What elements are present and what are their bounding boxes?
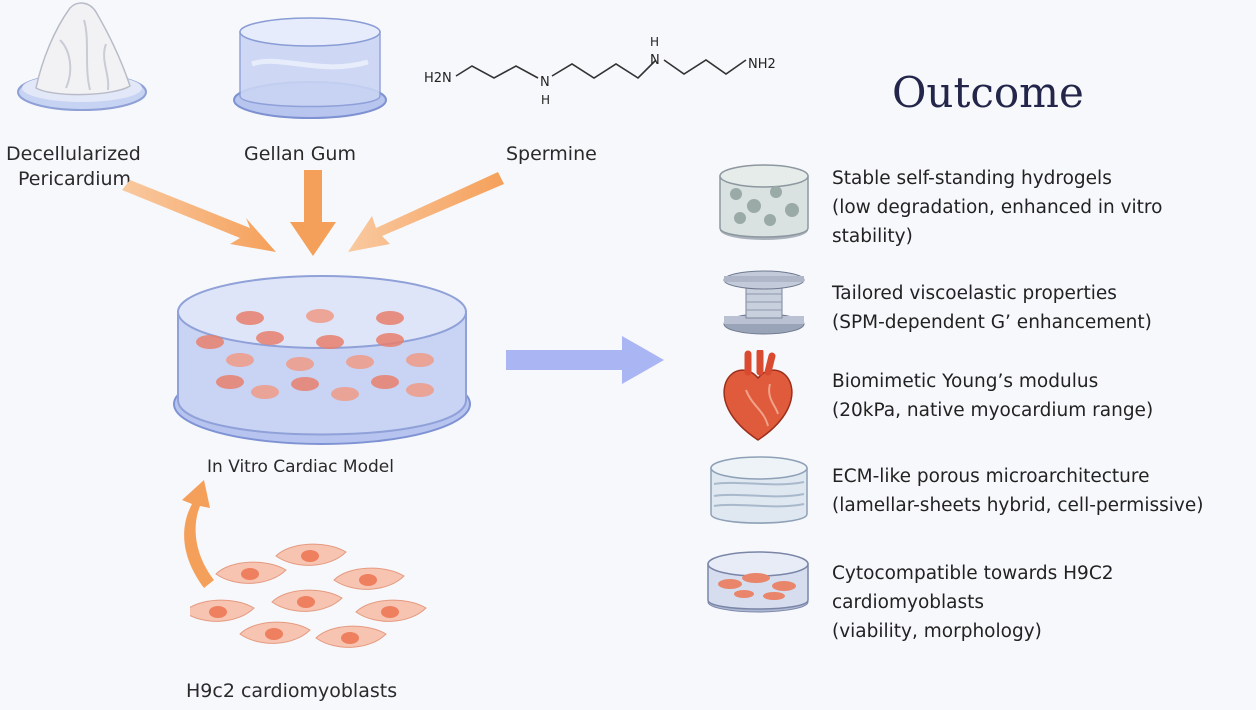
dish-cell	[406, 383, 434, 397]
outcome-item-1-line-3: stability)	[832, 226, 913, 247]
heart-icon	[723, 350, 793, 441]
outcome-item-5-line-3: (viability, morphology)	[832, 621, 1042, 642]
spermine-label: Spermine	[506, 143, 597, 165]
outcome-item-1-line-1: Stable self-standing hydrogels	[832, 168, 1112, 189]
gellan-gum-icon	[233, 17, 387, 119]
dish-cell	[306, 309, 334, 323]
porous-hydrogel-disc-icon	[719, 164, 809, 240]
arrow-from-gellan	[290, 170, 336, 256]
dish-cell	[226, 353, 254, 367]
cells-label: H9c2 cardiomyoblasts	[186, 680, 398, 702]
formula-h1: H	[541, 93, 550, 107]
outcome-item-1: Stable self-standing hydrogels (low degr…	[832, 164, 1162, 251]
outcome-item-3-line-1: Biomimetic Young’s modulus	[832, 371, 1099, 392]
layered-scaffold-icon	[710, 456, 808, 524]
arrow-from-spermine	[348, 172, 504, 252]
dish-cell	[196, 335, 224, 349]
outcome-item-2-line-1: Tailored viscoelastic properties	[832, 283, 1117, 304]
dish-cell	[316, 335, 344, 349]
outcome-arrow	[506, 336, 664, 384]
outcome-item-5-line-2: cardiomyoblasts	[832, 592, 985, 613]
outcome-item-4: ECM-like porous microarchitecture (lamel…	[832, 462, 1203, 520]
outcome-item-3-line-2: (20kPa, native myocardium range)	[832, 400, 1154, 421]
outcome-item-4-line-1: ECM-like porous microarchitecture	[832, 466, 1150, 487]
spermine-structure-icon: H2N N H N H NH2	[424, 35, 776, 107]
outcome-item-4-line-2: (lamellar-sheets hybrid, cell-permissive…	[832, 495, 1204, 516]
h9c2-cell-nucleus	[359, 574, 377, 586]
pericardium-label-line2: Pericardium	[18, 168, 132, 190]
dish-cell	[251, 385, 279, 399]
h9c2-cell-nucleus	[297, 596, 315, 608]
formula-n2: N	[650, 53, 660, 68]
h9c2-cell-nucleus	[241, 568, 259, 580]
dish-cell	[286, 357, 314, 371]
outcome-item-1-line-2: (low degradation, enhanced in vitro	[832, 197, 1163, 218]
formula-h2: H	[650, 35, 659, 49]
rheometer-plate-icon	[723, 270, 805, 335]
h9c2-cell-nucleus	[265, 628, 283, 640]
dish-cell	[236, 311, 264, 325]
h9c2-cell-nucleus	[209, 606, 227, 618]
dish-cell	[376, 333, 404, 347]
h9c2-cell-nucleus	[301, 550, 319, 562]
center-label: In Vitro Cardiac Model	[207, 457, 394, 477]
outcome-item-2-line-2: (SPM-dependent G’ enhancement)	[832, 312, 1152, 333]
dish-cell	[406, 353, 434, 367]
formula-n1: N	[540, 75, 550, 90]
gellan-gum-label: Gellan Gum	[244, 143, 356, 165]
arrow-from-pericardium	[122, 180, 276, 252]
outcome-item-5: Cytocompatible towards H9C2 cardiomyobla…	[832, 559, 1114, 646]
input-arrows	[122, 170, 504, 256]
outcome-title: Outcome	[892, 68, 1084, 117]
dish-cell	[291, 377, 319, 391]
pericardium-icon	[17, 2, 147, 111]
formula-nh2: NH2	[748, 57, 776, 72]
h9c2-cell-nucleus	[341, 632, 359, 644]
formula-h2n: H2N	[424, 71, 452, 86]
h9c2-cell-nucleus	[381, 606, 399, 618]
dish-cell	[346, 355, 374, 369]
dish-cell	[216, 375, 244, 389]
outcome-item-3: Biomimetic Young’s modulus (20kPa, nativ…	[832, 367, 1153, 425]
outcome-item-2: Tailored viscoelastic properties (SPM-de…	[832, 279, 1152, 337]
cell-culture-dish-icon	[707, 551, 809, 613]
cells-to-dish-arrow	[182, 480, 214, 588]
dish-cell	[331, 387, 359, 401]
dish-cell	[376, 311, 404, 325]
pericardium-label-line1: Decellularized	[6, 143, 141, 165]
cardiac-model-dish	[173, 275, 471, 445]
dish-cell	[371, 375, 399, 389]
h9c2-cells-cluster	[190, 543, 427, 648]
dish-cell	[256, 331, 284, 345]
outcome-item-5-line-1: Cytocompatible towards H9C2	[832, 563, 1114, 584]
